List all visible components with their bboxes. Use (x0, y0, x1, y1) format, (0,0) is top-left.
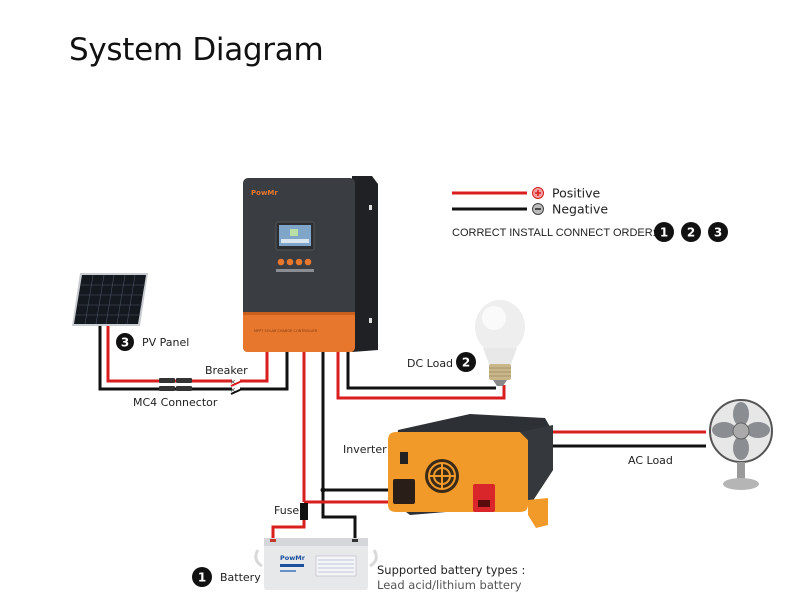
legend-negative-label: Negative (552, 202, 608, 217)
svg-text:1: 1 (660, 226, 668, 240)
battery-brand-logo: PowMr (280, 554, 306, 562)
legend-positive-label: Positive (552, 186, 600, 201)
svg-text:3: 3 (121, 336, 129, 350)
install-order-label: CORRECT INSTALL CONNECT ORDER: (452, 227, 656, 239)
inverter-power-switch[interactable] (400, 452, 408, 464)
dc-load-step-badge: 2 (456, 352, 476, 372)
battery: PowMr (254, 538, 378, 590)
dc-load-negative-wire (346, 349, 496, 390)
controller-front-text: MPPT SOLAR CHARGE CONTROLLER (254, 329, 318, 333)
controller-battery-negative-wire (321, 349, 357, 540)
inverter-positive-terminal (473, 484, 495, 512)
legend: Positive Negative CORRECT INSTALL CONNEC… (452, 186, 728, 242)
ac-load-fan (709, 399, 773, 490)
supported-battery-title: Supported battery types : (377, 563, 525, 577)
dc-load-label: DC Load (407, 357, 453, 370)
pv-panel-step-badge: 3 (116, 333, 134, 351)
page-title: System Diagram (69, 32, 324, 68)
charge-controller: PowMr MPPT SOLAR CHARGE CONTROLLER (243, 176, 378, 352)
svg-text:2: 2 (687, 226, 695, 240)
svg-text:3: 3 (714, 226, 722, 240)
breaker-label: Breaker (205, 364, 248, 377)
battery-step-badge: 1 (192, 567, 212, 587)
inverter-label: Inverter (343, 443, 387, 456)
order-step-2: 2 (681, 222, 701, 242)
mc4-connector-label: MC4 Connector (133, 396, 218, 409)
controller-button-1[interactable] (277, 258, 285, 266)
fuse (300, 503, 308, 520)
controller-button-2[interactable] (286, 258, 294, 266)
breaker-to-controller-negative-wire (240, 349, 289, 391)
supported-battery-types: Lead acid/lithium battery (377, 578, 522, 592)
order-step-1: 1 (654, 222, 674, 242)
wiring (98, 326, 706, 540)
controller-button-4[interactable] (304, 258, 312, 266)
battery-label: Battery (220, 571, 261, 584)
fuse-label: Fuse (274, 504, 299, 517)
svg-text:2: 2 (462, 356, 470, 370)
inverter (388, 414, 553, 528)
breaker-switch[interactable]: × × (230, 378, 243, 395)
breaker-to-controller-positive-wire (240, 349, 269, 383)
pv-panel-label: PV Panel (142, 336, 189, 349)
minus-circle-icon (532, 203, 544, 215)
controller-brand-logo: PowMr (251, 189, 278, 197)
battery-negative-terminal (352, 539, 358, 542)
ac-load-label: AC Load (628, 454, 673, 467)
controller-button-3[interactable] (295, 258, 303, 266)
fuse-to-battery-wire (271, 520, 306, 540)
plus-circle-icon (532, 187, 544, 199)
dc-load-bulb (475, 300, 525, 386)
junction-dot (320, 487, 326, 493)
battery-positive-terminal (270, 539, 276, 542)
mc4-connector (159, 378, 192, 391)
pv-panel (72, 273, 148, 326)
svg-text:1: 1 (198, 571, 206, 585)
order-step-3: 3 (708, 222, 728, 242)
dc-load-positive-wire (336, 349, 506, 400)
svg-text:×: × (230, 378, 236, 386)
inverter-negative-terminal (393, 479, 415, 504)
svg-text:×: × (230, 386, 236, 394)
